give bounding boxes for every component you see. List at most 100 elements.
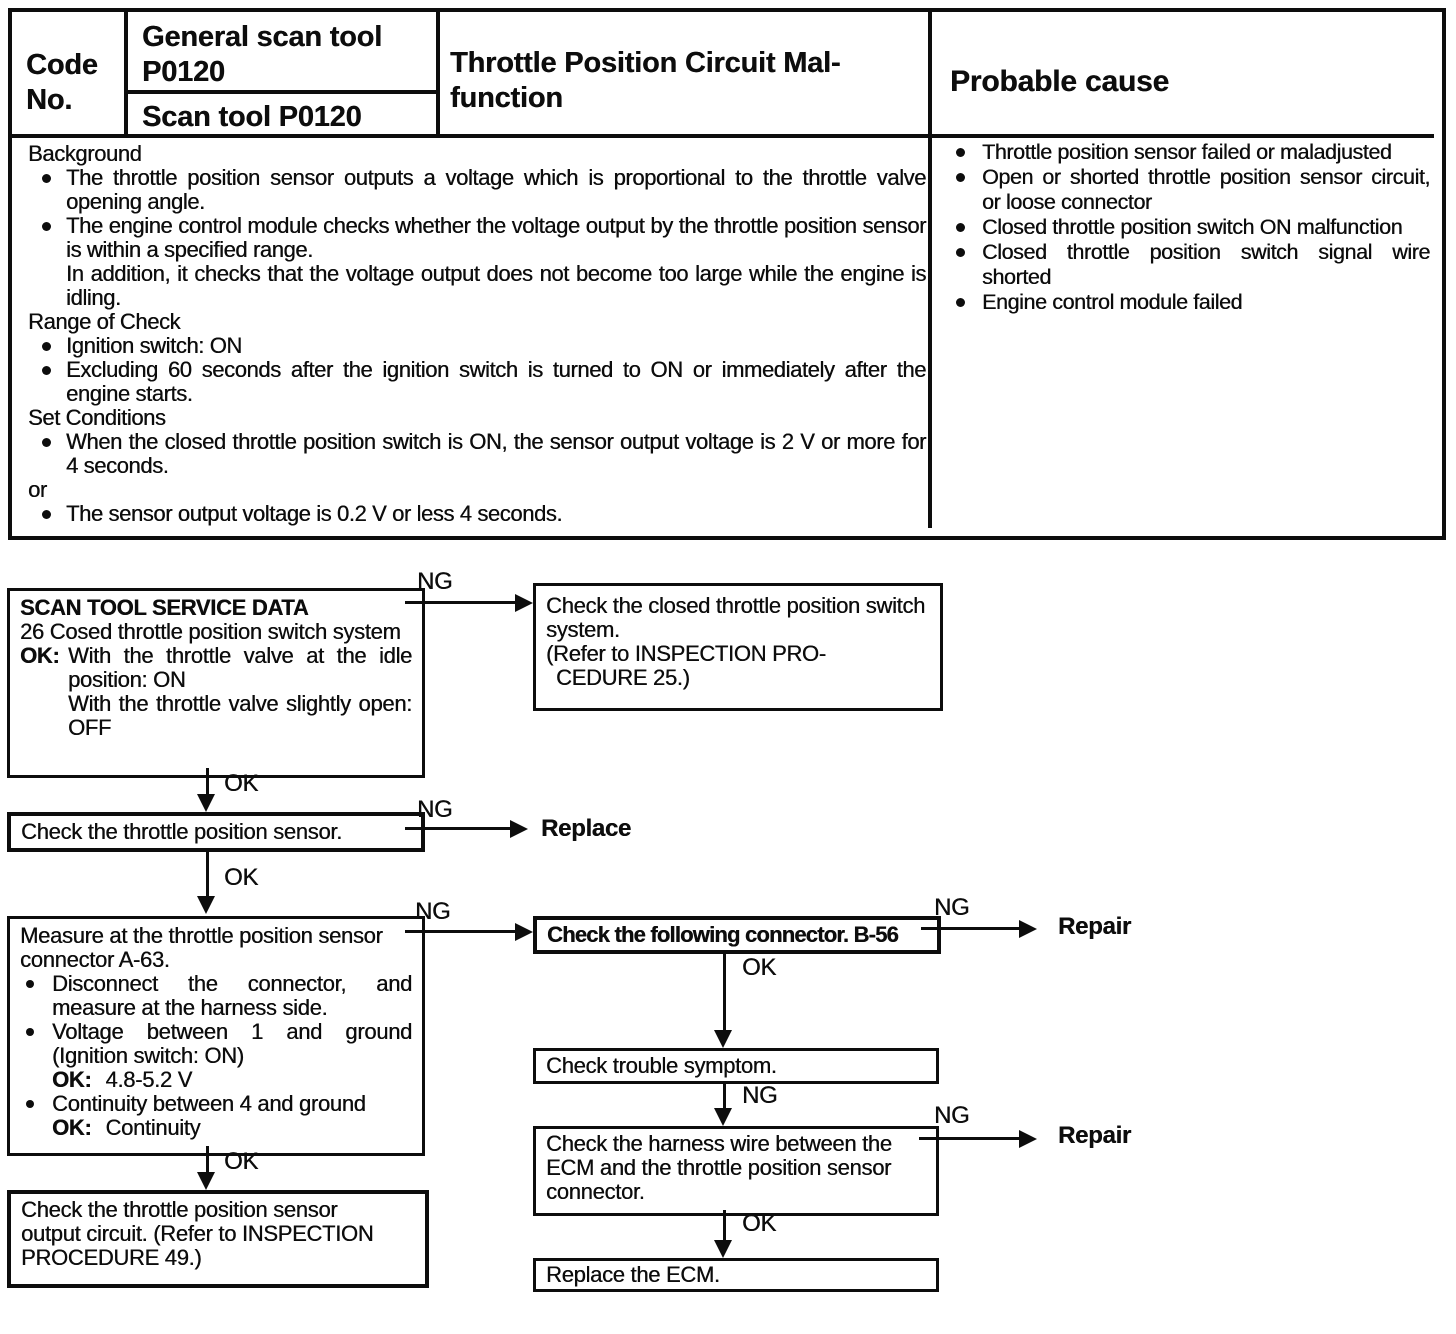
box-line: Measure at the throttle position sensor	[20, 923, 383, 948]
ok-spec-line: With the throttle valve at the idle posi…	[68, 643, 412, 692]
ok-label: OK	[224, 770, 259, 797]
box-line: output circuit. (Refer to INSPECTION	[21, 1221, 374, 1246]
bullet-icon	[32, 502, 66, 526]
flow-box-scan-tool-service-data: SCAN TOOL SERVICE DATA 26 Cosed throttle…	[7, 588, 425, 778]
box-bullet: Voltage between 1 and ground (Ignition s…	[20, 1020, 412, 1092]
box-line: connector A-63.	[20, 947, 170, 972]
table-divider	[124, 12, 128, 138]
arrow-right-icon	[1019, 1130, 1037, 1148]
arrow-down-icon	[197, 1172, 215, 1190]
description-heading: Background	[28, 141, 142, 166]
box-line: Check the throttle position sensor	[21, 1197, 338, 1222]
flow-box-measure-connector-a63: Measure at the throttle position sensor …	[7, 916, 425, 1156]
bullet-icon	[942, 215, 982, 240]
terminal-repair: Repair	[1058, 1122, 1131, 1149]
flow-connector-line	[206, 1146, 209, 1174]
flow-box-check-output-circuit: Check the throttle position sensor outpu…	[7, 1190, 429, 1288]
bullet-icon	[942, 140, 982, 165]
box-bullet: Continuity between 4 and ground OK:Conti…	[20, 1092, 412, 1140]
dtc-title-line1: Throttle Position Circuit Mal-	[450, 47, 841, 79]
probable-cause-item: Open or shorted throttle position sensor…	[942, 165, 1430, 215]
table-divider	[436, 12, 440, 138]
description-bullet: Ignition switch: ON	[32, 334, 926, 358]
ok-value: OK:4.8-5.2 V	[52, 1067, 193, 1092]
box-line: connector.	[546, 1179, 645, 1204]
description-heading: Set Conditions	[28, 405, 166, 430]
flow-connector-line	[206, 852, 209, 898]
arrow-right-icon	[1019, 920, 1037, 938]
bullet-icon	[20, 1092, 52, 1140]
ng-label: NG	[742, 1082, 778, 1109]
flow-box-replace-ecm: Replace the ECM.	[533, 1258, 939, 1292]
flow-connector-line	[405, 601, 515, 604]
description-continuation: In addition, it checks that the voltage …	[66, 261, 926, 310]
description-bullet: The sensor output voltage is 0.2 V or le…	[32, 502, 926, 526]
description-bullet: Excluding 60 seconds after the ignition …	[32, 358, 926, 406]
flow-box-check-trouble-symptom: Check trouble symptom.	[533, 1048, 939, 1084]
flow-connector-line	[723, 1084, 726, 1110]
arrow-down-icon	[197, 896, 215, 914]
ok-label: OK	[742, 954, 777, 981]
ng-label: NG	[934, 894, 970, 921]
scan-tool-cell: Scan tool P0120	[142, 101, 362, 133]
box-line: Check the closed throttle position switc…	[546, 593, 926, 642]
flow-connector-line	[206, 768, 209, 798]
box-bullet: Disconnect the connector, and measure at…	[20, 972, 412, 1020]
box-line: (Refer to INSPECTION PRO-	[546, 641, 826, 666]
flow-connector-line	[723, 954, 726, 1032]
probable-cause-list: Throttle position sensor failed or malad…	[942, 140, 1430, 315]
box-line: Check the throttle position sensor.	[21, 819, 342, 844]
flow-box-check-connector-b56: Check the following connector. B-56	[533, 916, 941, 954]
dtc-description: Background The throttle position sensor …	[22, 142, 926, 526]
description-bullet: When the closed throttle position switch…	[32, 430, 926, 478]
probable-cause-item: Closed throttle position switch ON malfu…	[942, 215, 1430, 240]
bullet-icon	[32, 358, 66, 406]
flow-connector-line	[919, 1137, 1019, 1140]
bullet-icon	[32, 166, 66, 214]
table-divider	[928, 12, 932, 528]
box-line: Check the harness wire between the	[546, 1131, 892, 1156]
bullet-icon	[32, 430, 66, 478]
flow-connector-line	[405, 827, 510, 830]
ng-label: NG	[417, 796, 453, 823]
terminal-repair: Repair	[1058, 913, 1131, 940]
flow-box-check-harness-wire: Check the harness wire between the ECM a…	[533, 1126, 939, 1216]
bullet-icon	[32, 334, 66, 358]
flow-connector-line	[921, 927, 1019, 930]
flow-connector-line	[405, 930, 515, 933]
description-bullet: The throttle position sensor outputs a v…	[32, 166, 926, 214]
box-line: Check trouble symptom.	[546, 1053, 777, 1078]
ng-label: NG	[415, 898, 451, 925]
code-no-header: Code No.	[26, 49, 98, 116]
terminal-replace: Replace	[541, 815, 631, 842]
box-title: SCAN TOOL SERVICE DATA	[20, 595, 309, 620]
box-line: ECM and the throttle position sensor	[546, 1155, 892, 1180]
bullet-icon	[20, 1020, 52, 1092]
arrow-right-icon	[515, 594, 533, 612]
dtc-title-line2: function	[450, 82, 563, 114]
arrow-down-icon	[197, 794, 215, 812]
description-heading: or	[28, 477, 47, 502]
arrow-down-icon	[714, 1030, 732, 1048]
ok-label: OK:	[20, 643, 60, 668]
table-divider	[124, 90, 436, 94]
box-line: 26 Cosed throttle position switch system	[20, 619, 401, 644]
arrow-right-icon	[515, 923, 533, 941]
arrow-down-icon	[714, 1108, 732, 1126]
probable-cause-item: Engine control module failed	[942, 290, 1430, 315]
ng-label: NG	[934, 1102, 970, 1129]
dtc-title: Throttle Position Circuit Mal- function	[450, 46, 920, 116]
description-heading: Range of Check	[28, 309, 181, 334]
flow-box-check-closed-throttle-switch: Check the closed throttle position switc…	[533, 583, 943, 711]
bullet-icon	[942, 290, 982, 315]
probable-cause-item: Throttle position sensor failed or malad…	[942, 140, 1430, 165]
arrow-right-icon	[510, 820, 528, 838]
description-bullet: The engine control module checks whether…	[32, 214, 926, 262]
ok-value: OK:Continuity	[52, 1115, 201, 1140]
box-line: PROCEDURE 49.)	[21, 1245, 202, 1270]
probable-cause-item: Closed throttle position switch signal w…	[942, 240, 1430, 290]
probable-cause-header: Probable cause	[950, 65, 1169, 98]
bullet-icon	[32, 214, 66, 262]
flow-box-check-throttle-position-sensor: Check the throttle position sensor.	[7, 812, 425, 852]
bullet-icon	[942, 240, 982, 290]
